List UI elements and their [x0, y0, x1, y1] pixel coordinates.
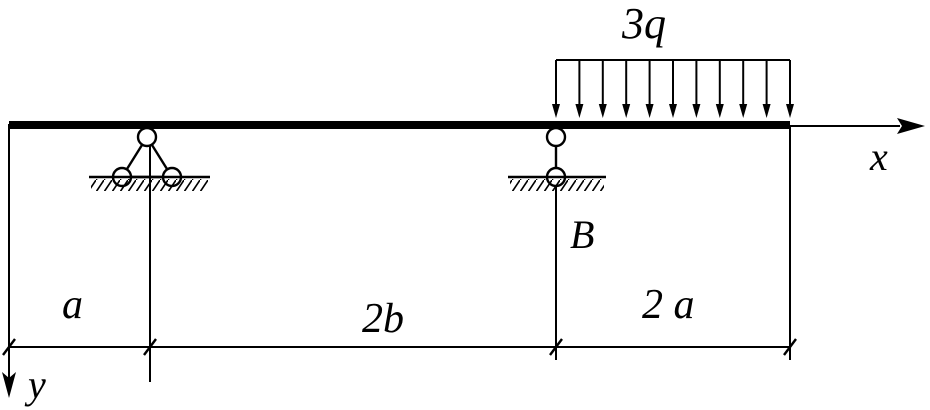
- dimension-tick: [549, 338, 563, 356]
- load-arrow-head: [622, 104, 631, 118]
- dimension-tick: [143, 338, 157, 356]
- pin-support: [89, 126, 210, 191]
- dimension-label-a: a: [62, 282, 83, 328]
- load-arrow-head: [739, 104, 748, 118]
- dimension-line: [2, 338, 797, 356]
- x-axis-arrowhead: [897, 118, 925, 134]
- hinge-top: [545, 126, 567, 148]
- dimension-label-2a: 2 a: [642, 282, 695, 328]
- hinge-top: [136, 126, 158, 148]
- dimension-tick: [783, 338, 797, 356]
- distributed-load: [552, 59, 794, 118]
- dimension-tick: [2, 338, 16, 356]
- load-arrow-head: [575, 104, 584, 118]
- load-arrow-head: [762, 104, 771, 118]
- y-axis: [2, 124, 16, 398]
- load-label: 3q: [621, 0, 666, 48]
- x-axis-label: x: [869, 134, 888, 179]
- y-axis-label: y: [24, 362, 46, 407]
- ground-hatch: [91, 179, 208, 191]
- roller-support-b: [508, 126, 606, 191]
- load-arrow-head: [715, 104, 724, 118]
- beam: [9, 121, 790, 129]
- load-arrow-head: [692, 104, 701, 118]
- ground-hatch: [510, 179, 604, 191]
- y-axis-arrowhead: [2, 372, 16, 398]
- load-arrow-head: [598, 104, 607, 118]
- load-arrow-head: [552, 104, 560, 118]
- extension-lines: [149, 126, 791, 382]
- load-arrow-head: [786, 104, 794, 118]
- dimension-label-2b: 2b: [362, 296, 404, 342]
- support-b-label: B: [570, 212, 594, 257]
- x-axis: [790, 118, 925, 134]
- load-arrow-head: [669, 104, 677, 118]
- load-arrow-head: [645, 104, 654, 118]
